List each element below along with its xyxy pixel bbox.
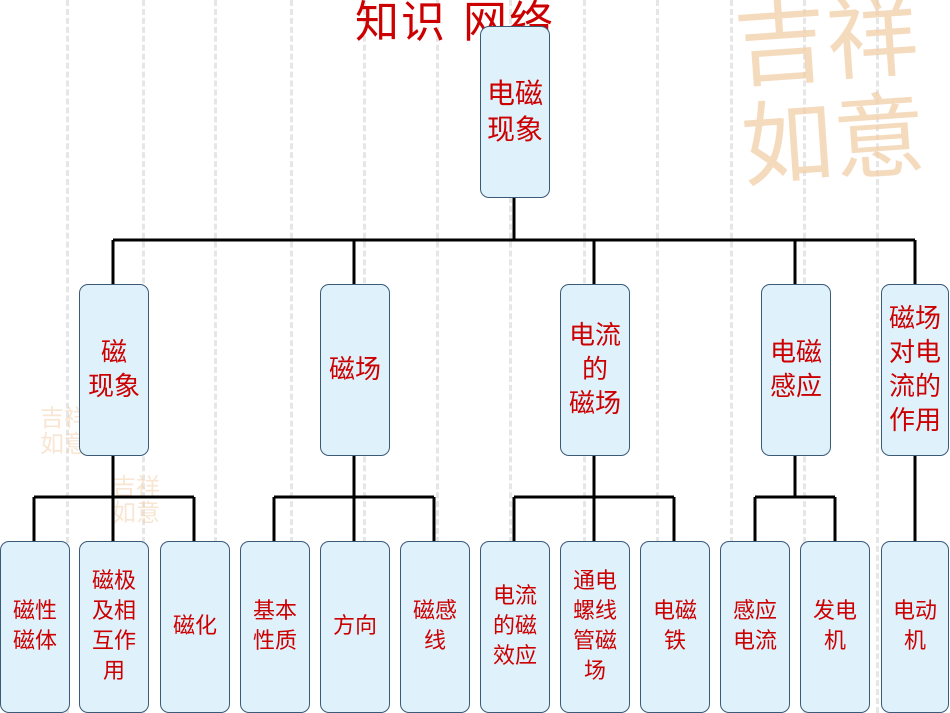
leaf-node-field-lines: 磁感线 [400, 541, 470, 713]
leaf-node-current-magnetic-effect: 电流的磁效应 [480, 541, 550, 713]
category-node-electromagnetic-induction: 电磁感应 [761, 284, 831, 456]
category-node-current-magnetic-field: 电流的磁场 [560, 284, 630, 456]
leaf-node-basic-property: 基本性质 [240, 541, 310, 713]
leaf-node-electromagnet: 电磁铁 [640, 541, 710, 713]
category-node-field-force-on-current: 磁场对电流的作用 [881, 284, 949, 456]
leaf-node-solenoid-field: 通电螺线管磁场 [560, 541, 630, 713]
leaf-node-induced-current: 感应电流 [720, 541, 790, 713]
leaf-node-poles-interaction: 磁极及相互作用 [79, 541, 149, 713]
leaf-node-electric-motor: 电动机 [881, 541, 949, 713]
root-node: 电磁现象 [480, 26, 550, 198]
leaf-node-direction: 方向 [320, 541, 390, 713]
leaf-node-generator: 发电机 [800, 541, 870, 713]
category-node-magnetic-phenomena: 磁现象 [79, 284, 149, 456]
category-node-magnetic-field: 磁场 [320, 284, 390, 456]
leaf-node-magnetism-magnet: 磁性磁体 [0, 541, 70, 713]
leaf-node-magnetization: 磁化 [160, 541, 230, 713]
